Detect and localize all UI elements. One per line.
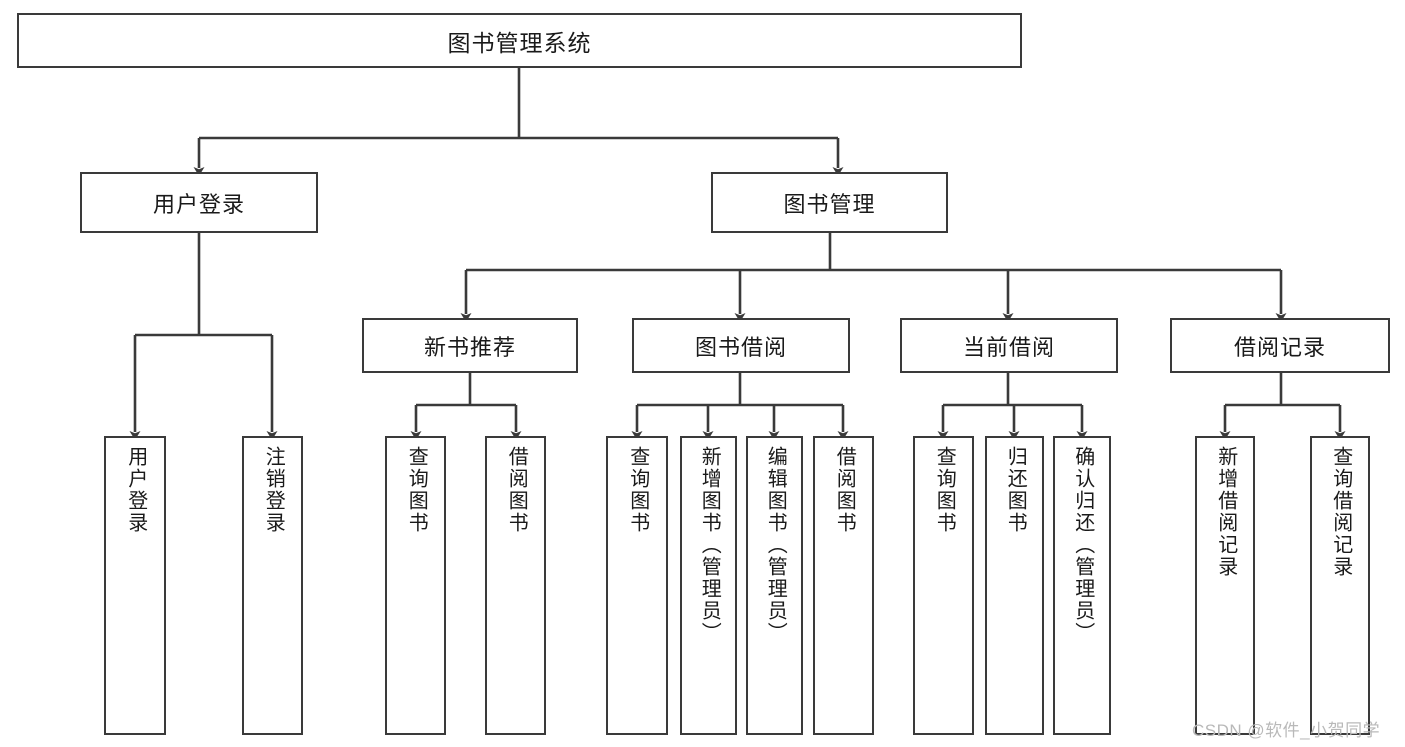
leaf-label: 确认归还（管理员） [1071, 446, 1094, 644]
node-current-borrow[interactable]: 当前借阅 [900, 318, 1118, 373]
node-new-book-recommend[interactable]: 新书推荐 [362, 318, 578, 373]
node-leaf-return-book[interactable]: 归还图书 [985, 436, 1044, 735]
node-leaf-logout[interactable]: 注销登录 [242, 436, 303, 735]
leaf-label: 查询图书 [405, 446, 428, 534]
node-leaf-query-book-3[interactable]: 查询图书 [913, 436, 974, 735]
node-leaf-borrow-book-2[interactable]: 借阅图书 [813, 436, 874, 735]
node-leaf-confirm-return[interactable]: 确认归还（管理员） [1053, 436, 1111, 735]
leaf-label: 借阅图书 [505, 446, 528, 534]
node-leaf-query-record[interactable]: 查询借阅记录 [1310, 436, 1370, 735]
leaf-label: 查询借阅记录 [1329, 446, 1352, 578]
node-book-borrow[interactable]: 图书借阅 [632, 318, 850, 373]
node-leaf-add-record[interactable]: 新增借阅记录 [1195, 436, 1255, 735]
leaf-label: 查询图书 [933, 446, 956, 534]
node-leaf-edit-book[interactable]: 编辑图书（管理员） [746, 436, 803, 735]
node-leaf-query-book-1[interactable]: 查询图书 [385, 436, 446, 735]
watermark-csdn: CSDN @软件_小贺同学 [1192, 721, 1381, 740]
leaf-label: 注销登录 [262, 446, 285, 534]
node-leaf-user-login[interactable]: 用户登录 [104, 436, 166, 735]
node-leaf-query-book-2[interactable]: 查询图书 [606, 436, 668, 735]
leaf-label: 查询图书 [626, 446, 649, 534]
node-root[interactable]: 图书管理系统 [17, 13, 1022, 68]
node-leaf-add-book[interactable]: 新增图书（管理员） [680, 436, 737, 735]
leaf-label: 归还图书 [1004, 446, 1027, 534]
leaf-label: 编辑图书（管理员） [764, 446, 787, 644]
leaf-label: 新增图书（管理员） [698, 446, 721, 644]
node-user-login[interactable]: 用户登录 [80, 172, 318, 233]
leaf-label: 新增借阅记录 [1214, 446, 1237, 578]
node-borrow-record[interactable]: 借阅记录 [1170, 318, 1390, 373]
leaf-label: 用户登录 [124, 446, 147, 534]
node-leaf-borrow-book-1[interactable]: 借阅图书 [485, 436, 546, 735]
node-book-manage[interactable]: 图书管理 [711, 172, 948, 233]
leaf-label: 借阅图书 [833, 446, 856, 534]
